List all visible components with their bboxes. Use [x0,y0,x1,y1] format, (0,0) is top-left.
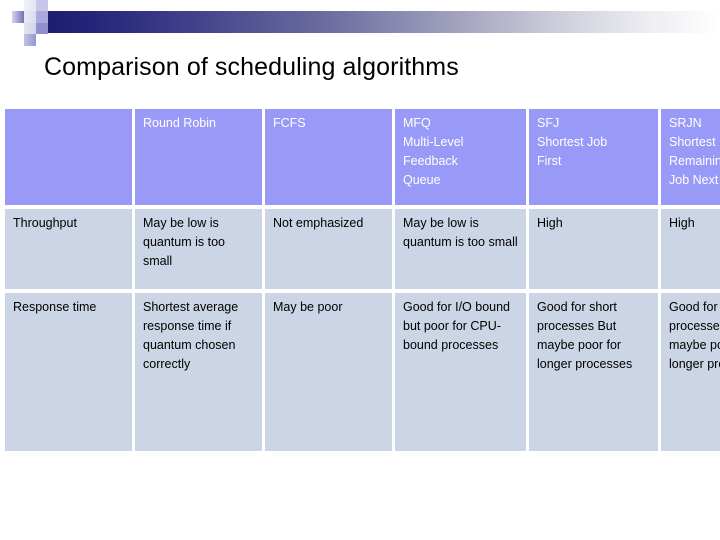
header-srjn-line-2: Shortest [669,135,716,149]
decor-square-mid-1 [36,0,48,11]
cell-response-round-robin: Shortest average response time if quantu… [135,293,262,451]
table-row: Throughput May be low is quantum is too … [5,209,720,289]
header-sjf-line-2: Shortest Job [537,135,608,149]
table-row: Response time Shortest average response … [5,293,720,451]
header-mfq-line-3: Feedback [403,154,458,168]
header-srjn-line-4: Job Next [669,173,719,187]
cell-throughput-sjf: High [529,209,658,289]
cell-response-mfq: Good for I/O bound but poor for CPU-boun… [395,293,526,451]
cell-throughput-fcfs: Not emphasized [265,209,392,289]
decor-square-mid-5 [36,23,48,34]
header-srjn-line-3: Remaining [669,154,720,168]
header-cell-mfq: MFQ Multi-Level Feedback Queue [395,109,526,205]
scheduling-comparison-table: Round Robin FCFS MFQ Multi-Level Feedbac… [2,105,720,455]
header-cell-srjn: SRJN Shortest Remaining Job Next [661,109,720,205]
row-label-throughput: Throughput [5,209,132,289]
cell-throughput-srjn: High [661,209,720,289]
header-cell-sjf: SFJ Shortest Job First [529,109,658,205]
header-sjf-line-1: SFJ [537,116,560,130]
header-cell-fcfs: FCFS [265,109,392,205]
cell-response-fcfs: May be poor [265,293,392,451]
header-mfq-line-1: MFQ [403,116,431,130]
cell-throughput-round-robin: May be low is quantum is too small [135,209,262,289]
header-cell-blank [5,109,132,205]
decor-left-fade [0,0,38,48]
table-header-row: Round Robin FCFS MFQ Multi-Level Feedbac… [5,109,720,205]
header-srjn-line-1: SRJN [669,116,702,130]
table-header: Round Robin FCFS MFQ Multi-Level Feedbac… [5,109,720,205]
gradient-bar [36,11,720,33]
cell-throughput-mfq: May be low is quantum is too small [395,209,526,289]
header-sjf-line-3: First [537,154,562,168]
header-cell-round-robin: Round Robin [135,109,262,205]
decor-square-mid-2 [36,11,48,23]
page-title: Comparison of scheduling algorithms [44,53,459,81]
header-mfq-line-2: Multi-Level [403,135,464,149]
header-mfq-line-4: Queue [403,173,441,187]
cell-response-sjf: Good for short processes But maybe poor … [529,293,658,451]
cell-response-srjn: Good for short processes But maybe poor … [661,293,720,451]
table-body: Throughput May be low is quantum is too … [5,209,720,451]
slide-header-decoration [0,0,720,48]
row-label-response-time: Response time [5,293,132,451]
